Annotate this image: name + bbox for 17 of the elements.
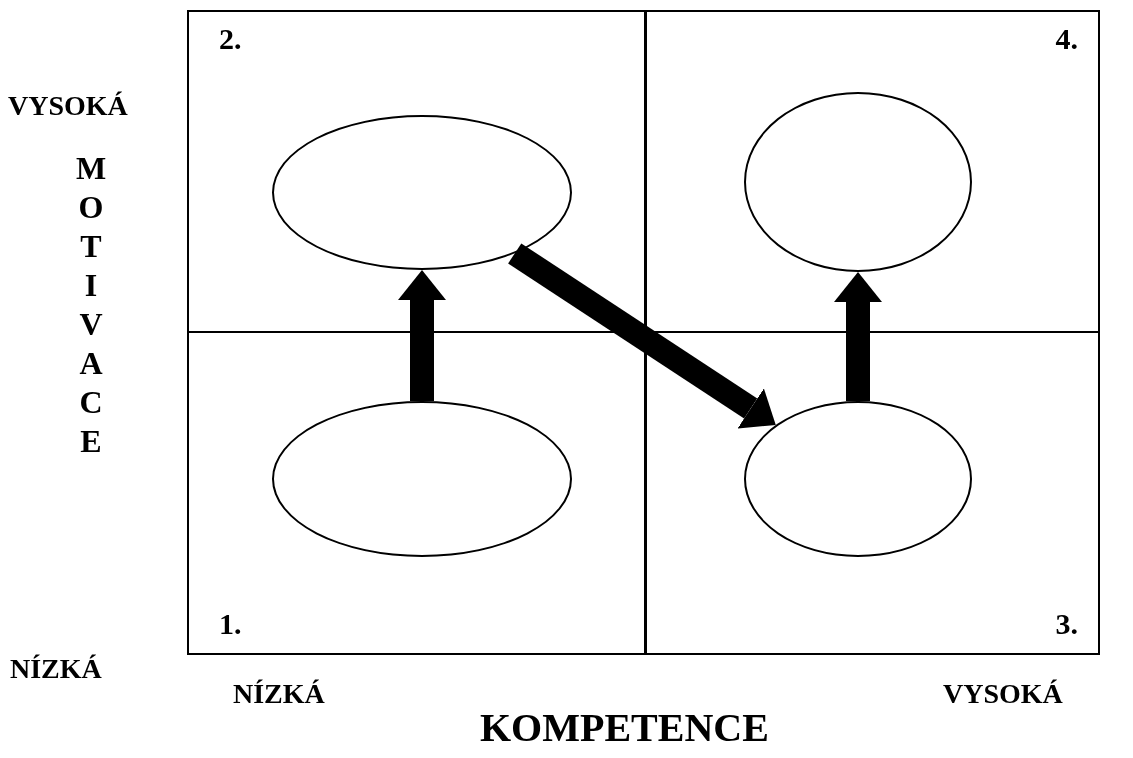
axis-title: KOMPETENCE — [480, 708, 769, 748]
axis-title: MOTIVACE — [75, 150, 107, 462]
quadrant-box — [187, 331, 646, 655]
axis-label: VYSOKÁ — [8, 92, 128, 120]
block-arrow — [398, 270, 446, 401]
quadrant-box — [645, 331, 1100, 655]
quadrant-box — [645, 10, 1100, 333]
axis-label: NÍZKÁ — [10, 655, 102, 683]
block-arrow — [508, 243, 776, 429]
quadrant-number: 2. — [219, 24, 242, 54]
axis-label: NÍZKÁ — [233, 680, 325, 708]
quadrant-number: 3. — [1055, 609, 1078, 639]
quadrant-number: 1. — [219, 609, 242, 639]
quadrant-box — [187, 10, 646, 333]
axis-label: VYSOKÁ — [943, 680, 1063, 708]
block-arrow — [834, 272, 882, 401]
quadrant-number: 4. — [1055, 24, 1078, 54]
